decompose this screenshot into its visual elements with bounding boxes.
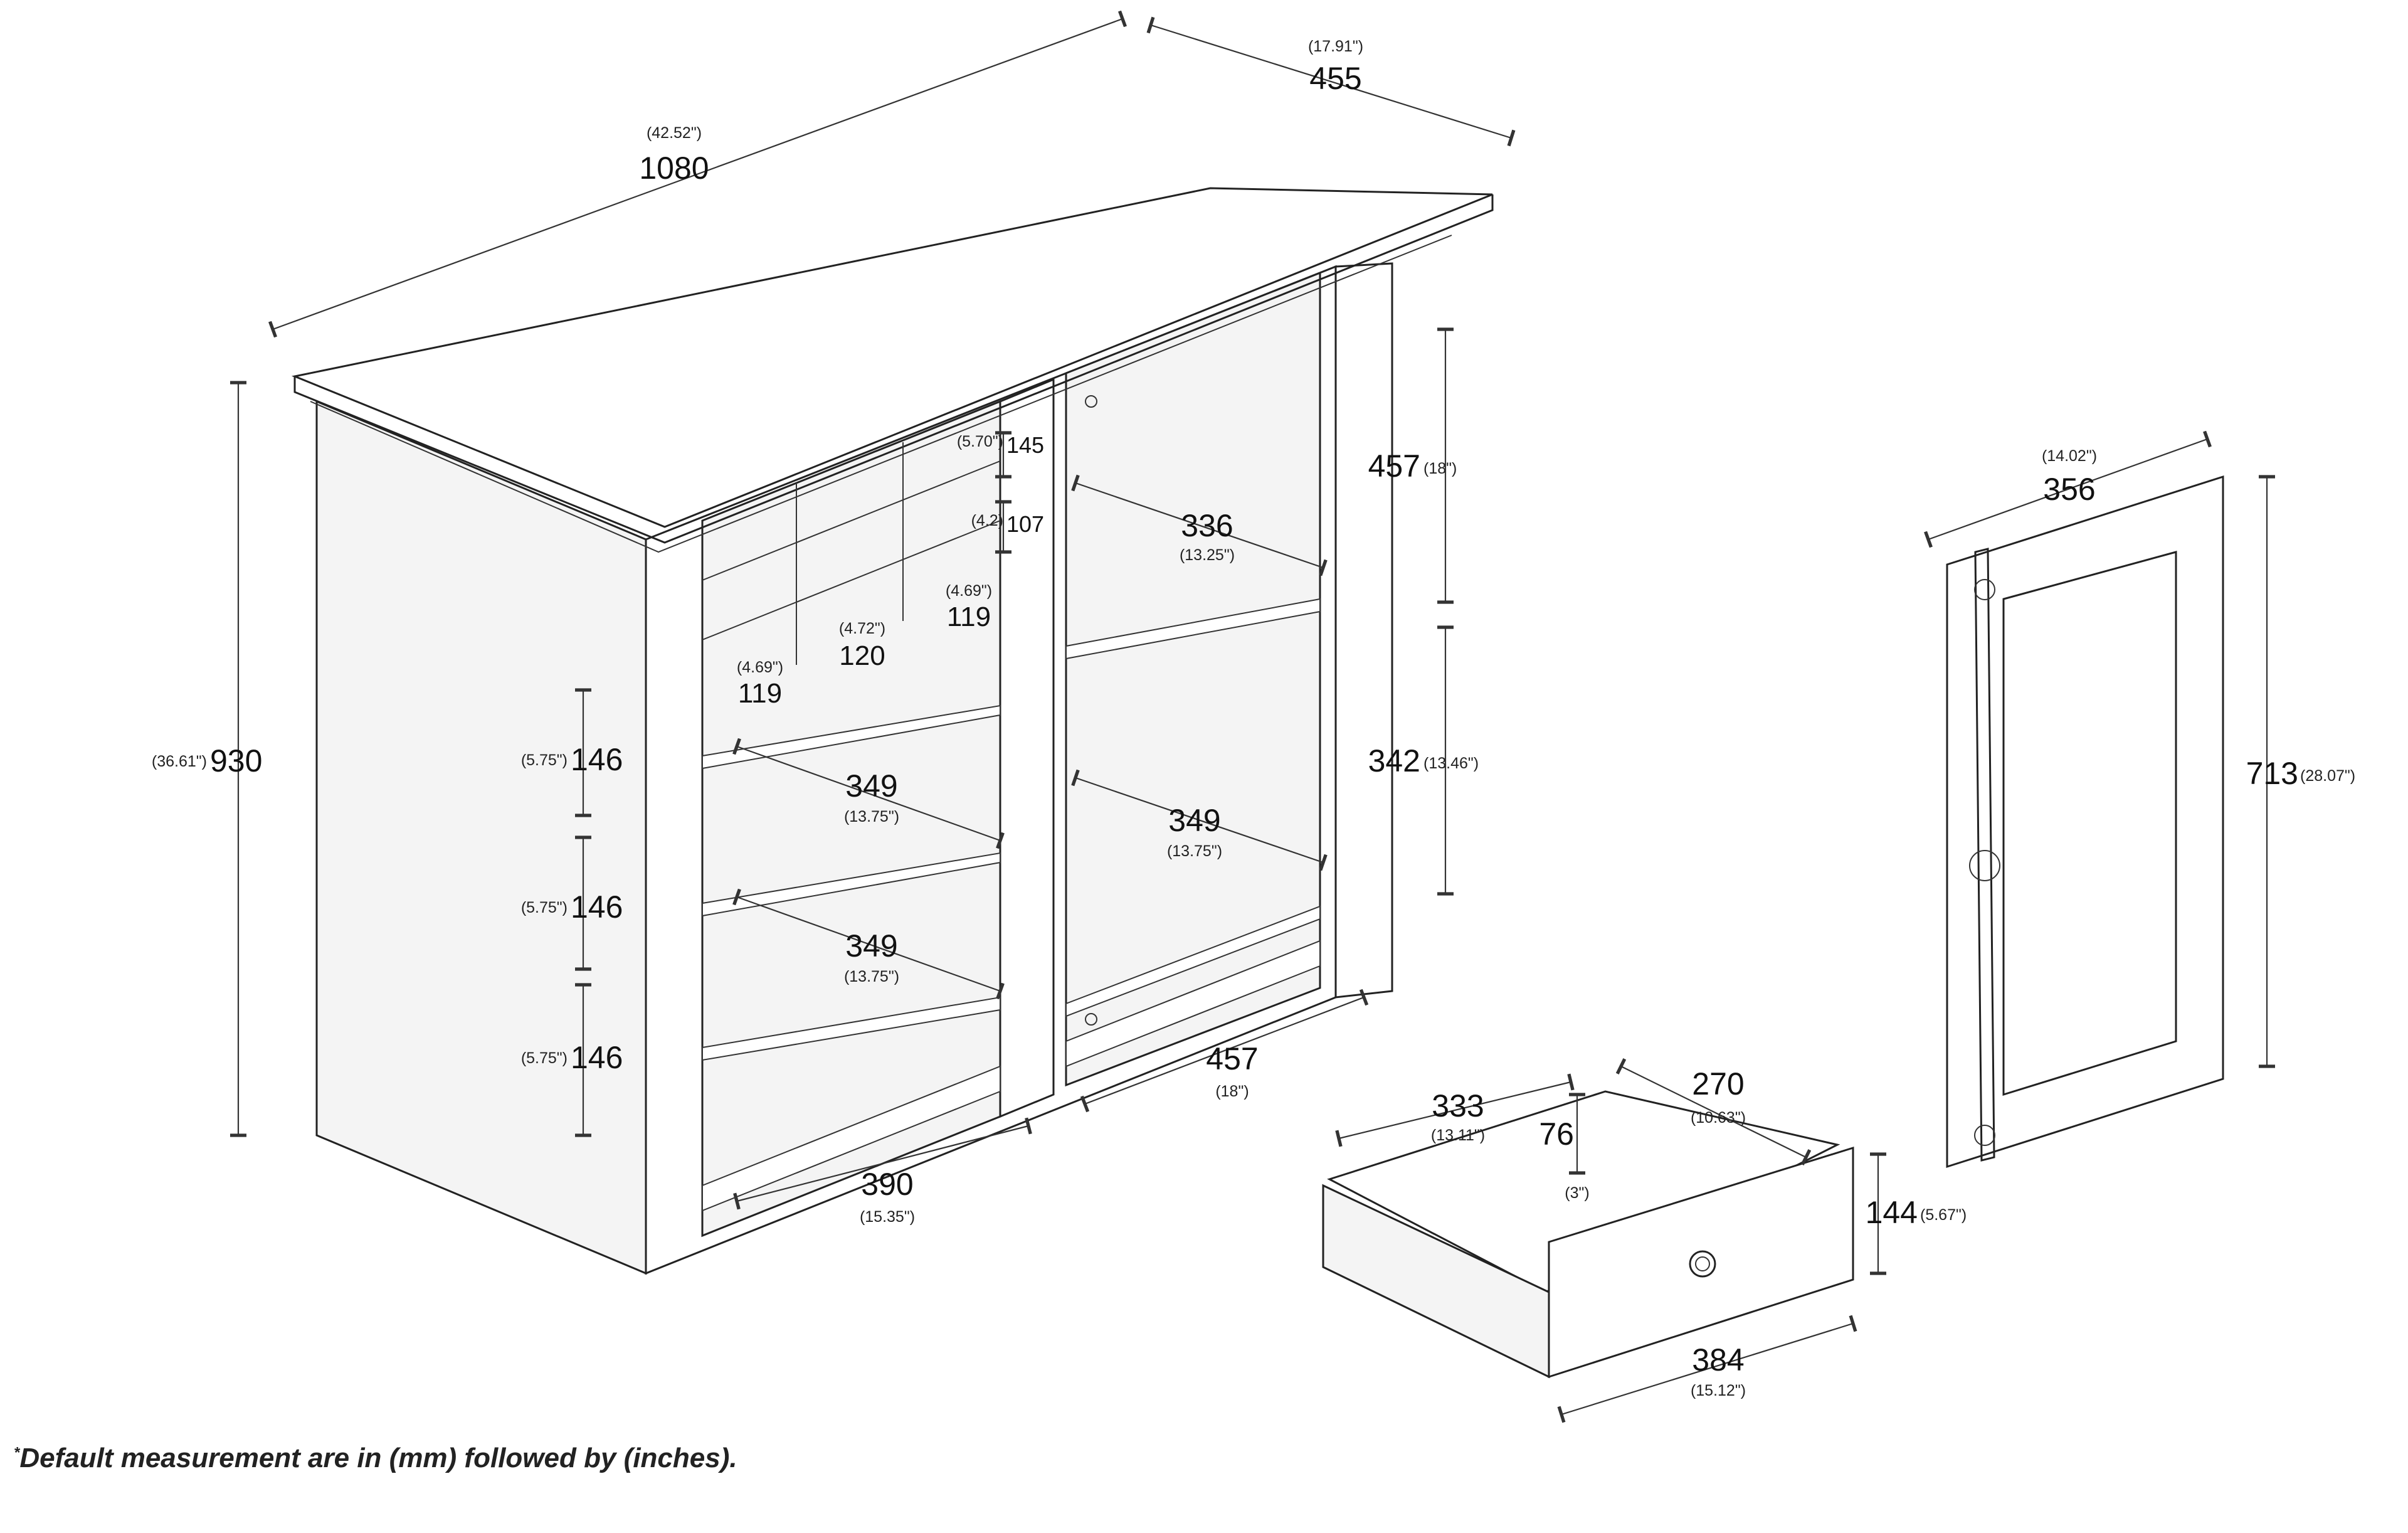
measurement-note: *Default measurement are in (mm) followe… — [14, 1443, 737, 1474]
center-divider — [999, 378, 1055, 1118]
note-marker: * — [14, 1444, 20, 1461]
note-text: Default measurement are in (mm) followed… — [19, 1443, 737, 1473]
label-door-h-mm: 713 — [2246, 756, 2298, 791]
door-inset — [2002, 551, 2177, 1096]
label-shelf-d2-mm: 349 — [845, 928, 897, 963]
label-shelf-sp3-mm: 146 — [571, 1040, 623, 1075]
label-shelf-sp2-in: (5.75") — [521, 899, 568, 916]
label-drawer-in-h-mm: 76 — [1539, 1117, 1574, 1152]
label-top-width-in: (42.52") — [647, 124, 702, 142]
label-shelf-d1-in: (13.75") — [844, 808, 899, 825]
label-shelf-d2-in: (13.75") — [844, 968, 899, 985]
label-cubby-h2-mm: 107 — [1006, 511, 1044, 537]
label-shelf-sp1-mm: 146 — [571, 742, 623, 777]
dim-line-top-width — [268, 10, 1127, 338]
right-shelves — [1065, 598, 1321, 1017]
hinge-icon — [1974, 579, 1995, 600]
dim-line-top-depth — [1146, 16, 1516, 147]
knob-icon — [1689, 1250, 1716, 1278]
cabinet-top-edge — [293, 194, 1494, 544]
label-drawer-in-w-mm: 333 — [1432, 1088, 1484, 1123]
label-left-base-in: (15.35") — [860, 1208, 915, 1226]
label-height-in: (36.61") — [152, 753, 207, 770]
label-shelf-d3-mm: 349 — [1168, 803, 1220, 838]
label-drawer-in-d-in: (10.63") — [1691, 1109, 1746, 1127]
label-shelf-sp1-in: (5.75") — [521, 751, 568, 769]
dimension-labels: (42.52") 1080 (17.91") 455 (36.61") 930 … — [152, 38, 2355, 1399]
label-left-base-mm: 390 — [861, 1167, 913, 1202]
label-drawer-w-in: (15.12") — [1691, 1382, 1746, 1399]
label-cubby-h1-mm: 145 — [1006, 432, 1044, 458]
cabinet-left-side — [315, 400, 647, 1275]
label-door-h-in: (28.07") — [2300, 767, 2355, 785]
label-right-lower-h-mm: 342 — [1368, 743, 1420, 778]
cabinet-right-side — [1334, 262, 1393, 999]
label-shelf-d1-mm: 349 — [845, 768, 897, 804]
label-drawer-in-h-in: (3") — [1565, 1184, 1589, 1202]
label-top-depth-in: (17.91") — [1308, 38, 1363, 55]
label-door-w-mm: 356 — [2043, 472, 2095, 507]
wine-cubbies — [702, 442, 1001, 665]
cabinet-drawing — [291, 187, 1494, 1275]
hinge-icon — [1974, 1125, 1995, 1146]
label-top-depth-mm: 455 — [1309, 61, 1361, 96]
label-right-shelf-top-in: (13.25") — [1180, 546, 1235, 564]
label-shelf-sp3-in: (5.75") — [521, 1049, 568, 1067]
hinge-icon — [1085, 395, 1097, 408]
label-door-w-in: (14.02") — [2042, 447, 2097, 465]
door-hinge-stile — [1974, 548, 1995, 1162]
dimension-lines — [230, 10, 2276, 1423]
label-cubby-h2-in: (4.2) — [971, 512, 1003, 529]
hinge-icon — [1969, 850, 2000, 881]
label-cubby-w3-in: (4.69") — [946, 582, 992, 600]
label-right-base-in: (18") — [1215, 1083, 1249, 1100]
drawer-drawing — [1322, 1090, 1854, 1379]
label-cubby-w2-mm: 120 — [839, 640, 885, 671]
label-right-lower-h-in: (13.46") — [1423, 755, 1479, 772]
label-cubby-h1-in: (5.70") — [957, 433, 1003, 450]
label-drawer-in-w-in: (13.11") — [1431, 1127, 1485, 1144]
label-cubby-w1-in: (4.69") — [737, 659, 783, 676]
label-shelf-d3-in: (13.75") — [1167, 842, 1222, 860]
label-drawer-in-d-mm: 270 — [1692, 1066, 1744, 1101]
label-drawer-h-in: (5.67") — [1920, 1206, 1967, 1224]
cabinet-molding — [310, 235, 1452, 553]
label-cubby-w2-in: (4.72") — [839, 620, 885, 637]
label-shelf-sp2-mm: 146 — [571, 889, 623, 925]
label-drawer-w-mm: 384 — [1692, 1342, 1744, 1377]
label-cubby-w1-mm: 119 — [738, 678, 782, 709]
label-drawer-h-mm: 144 — [1866, 1195, 1918, 1230]
door-drawing — [1946, 475, 2224, 1169]
label-right-base-mm: 457 — [1206, 1041, 1258, 1076]
label-right-shelf-top-mm: 336 — [1181, 508, 1233, 543]
label-top-width-mm: 1080 — [639, 151, 709, 186]
label-height-mm: 930 — [210, 743, 262, 778]
label-right-upper-h-in: (18") — [1423, 460, 1457, 477]
label-right-upper-h-mm: 457 — [1368, 448, 1420, 484]
label-cubby-w3-mm: 119 — [947, 602, 991, 632]
